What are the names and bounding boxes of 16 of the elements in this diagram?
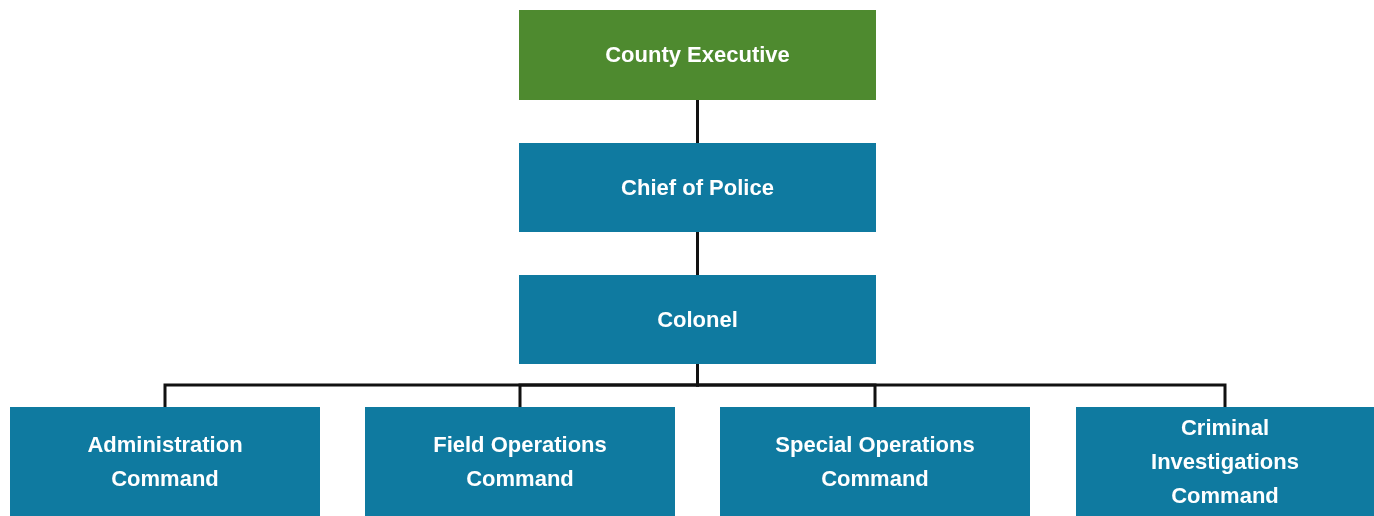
department-box xyxy=(720,407,1030,516)
department-box xyxy=(10,407,320,516)
node-label: County Executive xyxy=(605,41,790,69)
department-box xyxy=(519,275,876,364)
department-box xyxy=(519,143,876,232)
connector-line xyxy=(696,232,699,275)
node-label: Administration Command xyxy=(86,430,244,493)
connector-line xyxy=(696,100,699,143)
department-box xyxy=(365,407,675,516)
node-label: Chief of Police xyxy=(621,173,774,202)
executive-box xyxy=(519,10,876,100)
node-label: Field Operations Command xyxy=(432,430,608,493)
node-label: Colonel xyxy=(657,305,738,334)
node-label: Special Operations Command xyxy=(774,430,976,493)
node-label: Criminal Investigations Command xyxy=(1150,413,1300,510)
department-box xyxy=(1076,407,1374,516)
